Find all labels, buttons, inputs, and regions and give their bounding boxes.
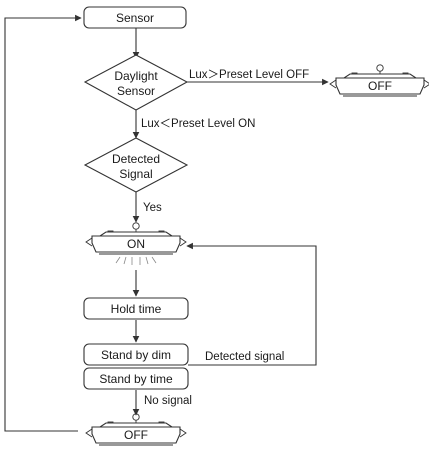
edge-off-to-sensor-loop bbox=[4, 14, 82, 432]
lamp-off-bottom-icon: OFF bbox=[85, 413, 187, 446]
detected-label-line1: Detected bbox=[112, 152, 160, 166]
no-signal-label: No signal bbox=[144, 395, 192, 407]
stand-by-time-label: Stand by time bbox=[99, 372, 173, 386]
sensor-label: Sensor bbox=[116, 11, 154, 25]
edge-detected-signal-loop bbox=[186, 242, 317, 366]
daylight-sensor-decision bbox=[83, 54, 189, 111]
lamp-on-label: ON bbox=[127, 237, 145, 251]
detected-signal-decision bbox=[83, 137, 189, 193]
stand-by-dim-label: Stand by dim bbox=[101, 348, 171, 362]
light-rays-icon bbox=[115, 256, 157, 265]
stand-by-time-node bbox=[83, 367, 189, 390]
stand-by-dim-node bbox=[83, 343, 189, 366]
lamp-off-right-icon: OFF bbox=[329, 64, 429, 97]
lamp-on-icon: ON bbox=[85, 222, 187, 265]
lux-on-label: Lux＜Preset Level ON bbox=[141, 118, 255, 130]
daylight-label-line1: Daylight bbox=[114, 69, 158, 83]
lux-off-label: Lux＞Preset Level OFF bbox=[189, 69, 309, 81]
sensor-node bbox=[83, 6, 187, 29]
detected-signal-label: Detected signal bbox=[205, 351, 284, 363]
hold-time-label: Hold time bbox=[111, 302, 162, 316]
detected-label-line2: Signal bbox=[119, 167, 152, 181]
yes-label: Yes bbox=[143, 202, 162, 214]
hold-time-node bbox=[83, 297, 189, 320]
daylight-label-line2: Sensor bbox=[117, 84, 155, 98]
lamp-off-right-label: OFF bbox=[368, 79, 392, 93]
lamp-off-bottom-label: OFF bbox=[124, 428, 148, 442]
